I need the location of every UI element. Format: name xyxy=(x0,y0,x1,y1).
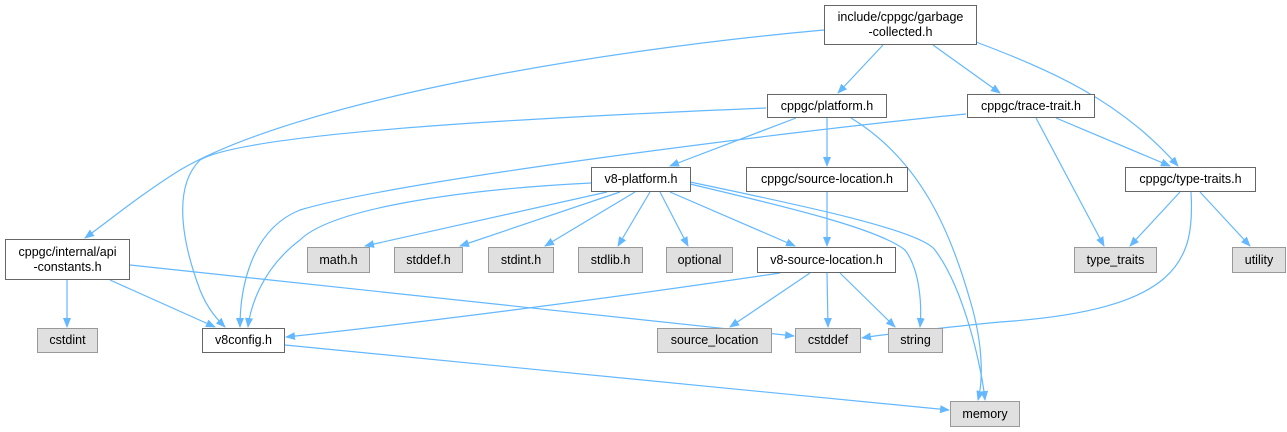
edge-gc-to-typetraits xyxy=(975,41,1179,167)
edge-gc-to-trace xyxy=(932,44,1001,94)
node-cppgc-source-location-h[interactable]: cppgc/source-location.h xyxy=(746,167,908,192)
node-string: string xyxy=(888,328,943,353)
node-stddef-h: stddef.h xyxy=(394,247,463,273)
edge-trace-to-type_traits xyxy=(1035,117,1105,247)
edge-v8config-to-memory xyxy=(284,344,950,414)
edge-v8sl-to-v8config xyxy=(285,272,781,341)
node-cstdint: cstdint xyxy=(37,328,98,353)
edge-trace-to-v8config xyxy=(236,113,967,328)
node-cppgc-trace-trait-h[interactable]: cppgc/trace-trait.h xyxy=(967,94,1095,118)
node-cppgc-internal-api-constants-h[interactable]: cppgc/internal/api -constants.h xyxy=(5,239,130,280)
edge-gc-to-api xyxy=(84,29,825,239)
edge-gc-to-platform xyxy=(837,44,884,94)
edge-api-to-v8config xyxy=(109,279,216,328)
node-v8-source-location-h[interactable]: v8-source-location.h xyxy=(757,247,896,273)
node-v8-platform-h[interactable]: v8-platform.h xyxy=(591,167,691,192)
edge-v8sl-to-source_location xyxy=(729,272,811,328)
edge-v8platform-to-math xyxy=(364,191,608,248)
node-cstddef: cstddef xyxy=(795,328,861,353)
node-type-traits: type_traits xyxy=(1074,247,1157,273)
node-optional: optional xyxy=(666,247,733,273)
edge-api-to-cstddef xyxy=(129,264,795,340)
edge-v8sl-to-string xyxy=(839,272,896,328)
node-source-location: source_location xyxy=(657,328,772,353)
node-utility: utility xyxy=(1232,247,1286,273)
node-stdint-h: stdint.h xyxy=(488,247,554,273)
node-garbage-collected-h: include/cppgc/garbage -collected.h xyxy=(824,5,977,45)
edge-v8platform-to-v8config xyxy=(245,182,592,328)
edge-v8platform-to-memory xyxy=(689,181,989,401)
edge-typetraits-to-type_traits xyxy=(1129,191,1181,247)
node-math-h: math.h xyxy=(307,247,370,273)
edge-v8platform-to-optional xyxy=(659,191,689,247)
edge-platform-to-v8config xyxy=(182,107,767,328)
edge-v8platform-to-stdlib xyxy=(617,191,651,247)
node-v8config-h[interactable]: v8config.h xyxy=(202,328,285,353)
node-cppgc-platform-h[interactable]: cppgc/platform.h xyxy=(767,94,887,118)
edge-v8platform-to-stdint xyxy=(544,191,636,247)
node-cppgc-type-traits-h[interactable]: cppgc/type-traits.h xyxy=(1125,167,1256,192)
edge-v8platform-to-v8sl xyxy=(669,191,796,247)
edge-trace-to-typetraits xyxy=(1055,117,1171,167)
node-stdlib-h: stdlib.h xyxy=(578,247,643,273)
edge-v8platform-to-stddef xyxy=(459,191,621,247)
edge-platform-to-v8platform xyxy=(669,117,797,167)
edge-typetraits-to-utility xyxy=(1199,191,1251,247)
edge-v8sl-to-cstddef xyxy=(823,272,832,328)
edge-v8platform-to-string xyxy=(689,183,925,328)
node-memory: memory xyxy=(950,401,1020,427)
